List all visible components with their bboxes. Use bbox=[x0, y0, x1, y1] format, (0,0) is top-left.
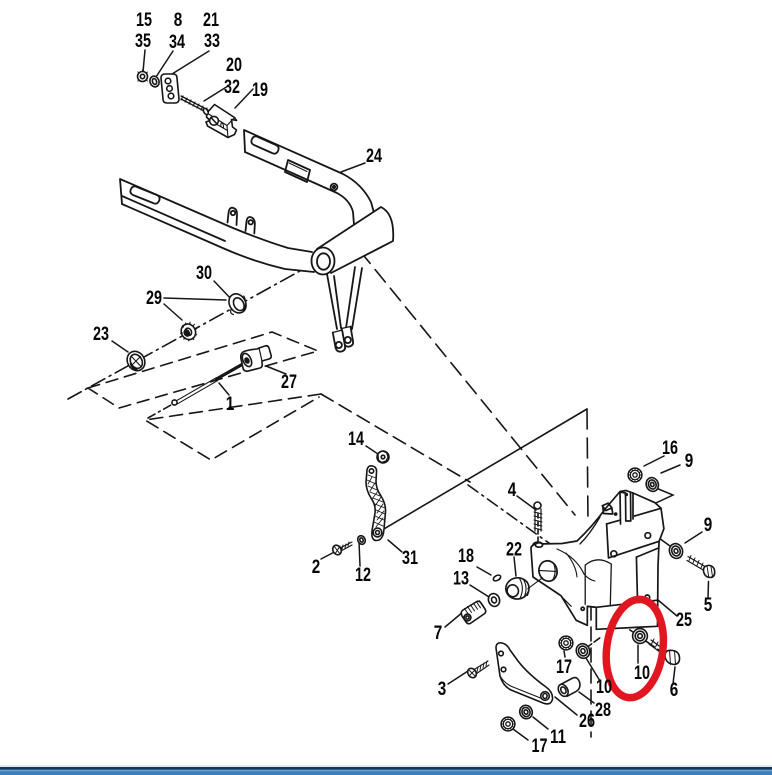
svg-text:20: 20 bbox=[226, 55, 242, 76]
svg-text:31: 31 bbox=[402, 548, 418, 569]
svg-text:18: 18 bbox=[458, 546, 474, 567]
svg-text:34: 34 bbox=[169, 32, 185, 53]
svg-text:35: 35 bbox=[135, 31, 151, 52]
svg-text:19: 19 bbox=[252, 80, 268, 101]
svg-text:14: 14 bbox=[348, 429, 364, 450]
svg-text:17: 17 bbox=[532, 736, 548, 757]
svg-text:10: 10 bbox=[596, 677, 612, 698]
svg-text:27: 27 bbox=[281, 372, 297, 393]
svg-text:11: 11 bbox=[550, 727, 566, 748]
svg-text:24: 24 bbox=[366, 146, 382, 167]
svg-text:8: 8 bbox=[174, 10, 183, 31]
svg-text:7: 7 bbox=[434, 623, 443, 644]
svg-text:30: 30 bbox=[196, 263, 212, 284]
svg-text:32: 32 bbox=[224, 77, 240, 98]
svg-text:2: 2 bbox=[312, 557, 321, 578]
svg-text:9: 9 bbox=[704, 515, 713, 536]
svg-text:6: 6 bbox=[670, 680, 679, 701]
svg-text:4: 4 bbox=[508, 480, 517, 501]
svg-text:5: 5 bbox=[704, 595, 713, 616]
svg-text:22: 22 bbox=[506, 540, 522, 561]
svg-text:3: 3 bbox=[438, 679, 447, 700]
svg-text:21: 21 bbox=[203, 10, 219, 31]
svg-text:28: 28 bbox=[595, 700, 611, 721]
svg-text:23: 23 bbox=[93, 324, 109, 345]
svg-text:13: 13 bbox=[453, 569, 469, 590]
svg-text:17: 17 bbox=[556, 657, 572, 678]
svg-text:12: 12 bbox=[355, 565, 371, 586]
svg-text:25: 25 bbox=[676, 610, 692, 631]
svg-text:16: 16 bbox=[662, 438, 678, 459]
svg-text:1: 1 bbox=[226, 394, 235, 415]
svg-text:29: 29 bbox=[146, 288, 162, 309]
svg-text:15: 15 bbox=[136, 10, 152, 31]
svg-text:9: 9 bbox=[685, 451, 694, 472]
svg-text:33: 33 bbox=[204, 31, 220, 52]
svg-text:26: 26 bbox=[579, 711, 595, 732]
svg-text:10: 10 bbox=[634, 663, 650, 684]
